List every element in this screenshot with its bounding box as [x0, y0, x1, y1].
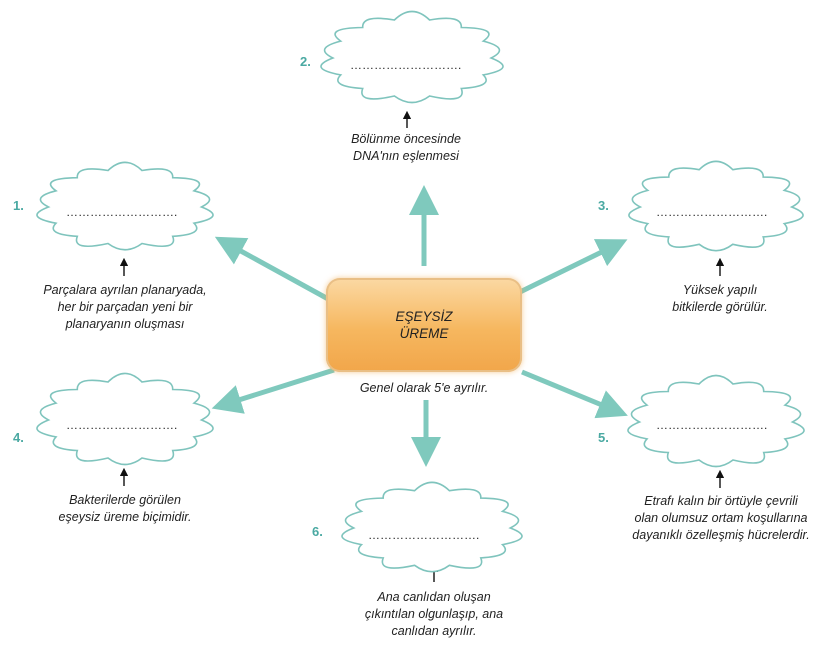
center-title-line-1: EŞEYSİZ: [395, 309, 453, 324]
node-number-2: 2.: [300, 54, 311, 69]
node-6-line-2: çıkıntılan olgunlaşıp, ana: [364, 607, 504, 621]
cloud-1: [36, 161, 214, 251]
node-1-line-1: Parçalara ayrılan planaryada,: [43, 283, 207, 297]
node-5-line-3: dayanıklı özelleşmiş hücrelerdir.: [632, 528, 810, 542]
node-number-4: 4.: [13, 430, 24, 445]
node-3-line-2: bitkilerde görülür.: [672, 300, 768, 314]
center-title-line-2: ÜREME: [399, 326, 449, 341]
node-5-line-1: Etrafı kalın bir örtüyle çevrili: [644, 494, 798, 508]
node-number-1: 1.: [13, 198, 24, 213]
node-blank-2[interactable]: ……………………….: [350, 58, 462, 72]
center-concept-box: EŞEYSİZ ÜREME: [326, 278, 522, 372]
arrow-to-node-5: [521, 369, 628, 419]
node-5-line-2: olan olumsuz ortam koşullarına: [634, 511, 808, 525]
cloud-2: [320, 10, 504, 104]
node-4-line-2: eşeysiz üreme biçimidir.: [58, 510, 192, 524]
node-description-4: Bakterilerde görülen eşeysiz üreme biçim…: [22, 492, 228, 526]
node-2-line-2: DNA'nın eşlenmesi: [353, 149, 459, 163]
node-blank-1[interactable]: ……………………….: [66, 205, 178, 219]
cloud-4: [36, 372, 214, 466]
node-number-5: 5.: [598, 430, 609, 445]
node-blank-5[interactable]: ……………………….: [656, 418, 768, 432]
node-number-6: 6.: [312, 524, 323, 539]
node-3-line-1: Yüksek yapılı: [682, 283, 758, 297]
node-blank-4[interactable]: ……………………….: [66, 418, 178, 432]
node-number-3: 3.: [598, 198, 609, 213]
arrow-to-node-1: [214, 236, 332, 303]
center-subtitle: Genel olarak 5'e ayrılır.: [359, 381, 489, 395]
cloud-5: [627, 374, 805, 468]
cloud-3: [628, 160, 804, 252]
arrow-to-node-4: [211, 367, 335, 414]
node-1-line-3: planaryanın oluşması: [65, 317, 185, 331]
node-description-3: Yüksek yapılı bitkilerde görülür.: [632, 282, 808, 316]
node-description-1: Parçalara ayrılan planaryada, her bir pa…: [14, 282, 236, 333]
node-description-6: Ana canlıdan oluşan çıkıntılan olgunlaşı…: [342, 589, 526, 640]
node-2-line-1: Bölünme öncesinde: [351, 132, 461, 146]
arrow-to-node-3: [518, 239, 628, 295]
node-blank-6[interactable]: ……………………….: [368, 528, 480, 542]
node-4-line-1: Bakterilerde görülen: [69, 493, 181, 507]
node-1-line-2: her bir parçadan yeni bir: [57, 300, 193, 314]
node-6-line-1: Ana canlıdan oluşan: [377, 590, 491, 604]
cloud-6: [341, 481, 523, 573]
node-description-5: Etrafı kalın bir örtüyle çevrili olan ol…: [614, 493, 828, 544]
node-blank-3[interactable]: ……………………….: [656, 205, 768, 219]
node-6-line-3: canlıdan ayrılır.: [391, 624, 477, 638]
node-description-2: Bölünme öncesinde DNA'nın eşlenmesi: [318, 131, 494, 165]
